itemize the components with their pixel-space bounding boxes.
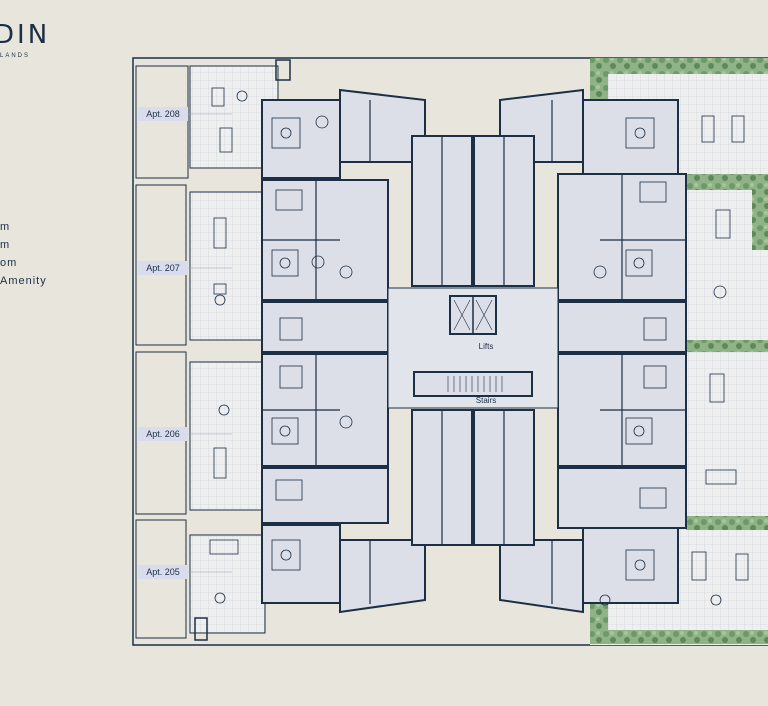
legend-item-2: m [0,239,11,251]
brand-name: DIN [0,20,51,50]
furniture [209,87,749,606]
apt-205-label[interactable]: Apt. 205 [138,565,188,579]
core [387,287,559,409]
apt-208-label[interactable]: Apt. 208 [138,107,188,121]
label-leaders [188,113,232,573]
interior-walls [262,100,686,604]
legend-item-3: om [0,257,18,269]
legend-item-1: m [0,221,11,233]
lifts-label: Lifts [478,342,494,351]
apt-206-label[interactable]: Apt. 206 [138,427,188,441]
stairs-label: Stairs [475,396,497,405]
site-boundary [132,57,768,646]
brand-subtitle: LANDS [0,53,31,59]
apt-207-label[interactable]: Apt. 207 [138,261,188,275]
legend-item-4: Amenity [0,275,47,287]
